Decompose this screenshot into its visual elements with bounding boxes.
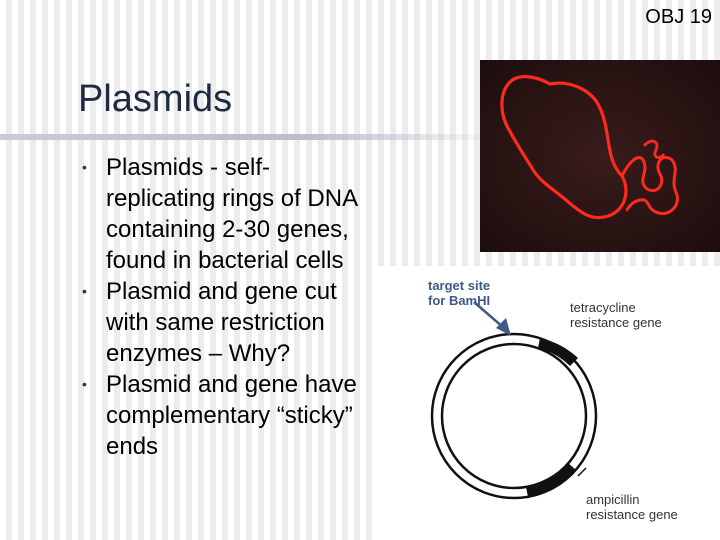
plasmid-micrograph-svg: [480, 60, 720, 252]
tetracycline-label: tetracycline resistance gene: [570, 300, 662, 330]
bullet-text: Plasmid and gene have complementary “sti…: [106, 371, 357, 460]
plasmid-dna-supercoil: [620, 155, 679, 215]
bullet-text: Plasmid and gene cut with same restricti…: [106, 278, 337, 367]
bullet-item: • Plasmids - self-replicating rings of D…: [78, 152, 378, 276]
title-underline: [0, 134, 500, 140]
objective-label: OBJ 19: [645, 6, 712, 28]
ampicillin-label: ampicillin resistance gene: [586, 492, 678, 522]
bullet-text: Plasmids - self-replicating rings of DNA…: [106, 154, 357, 274]
slide-title: Plasmids: [78, 78, 233, 120]
plasmid-ring: [430, 332, 598, 500]
bullet-item: • Plasmid and gene have complementary “s…: [78, 369, 378, 462]
target-site-label: target site for BamHI: [428, 278, 491, 308]
bamhi-arrow-icon: [473, 301, 511, 336]
plasmid-micrograph-image: [480, 60, 720, 252]
tetracycline-gene-segment: [538, 338, 578, 366]
bullet-icon: •: [82, 283, 87, 299]
bullet-icon: •: [82, 376, 87, 392]
plasmid-map-diagram: target site for BamHI tetracycline resis…: [378, 266, 720, 540]
bullet-icon: •: [82, 159, 87, 175]
plasmid-ring-svg: [430, 301, 598, 500]
ampicillin-pointer: [577, 467, 587, 477]
bullet-item: • Plasmid and gene cut with same restric…: [78, 276, 378, 369]
plasmid-dna-loop: [500, 75, 628, 220]
bullet-list: • Plasmids - self-replicating rings of D…: [78, 152, 378, 462]
ampicillin-gene-segment: [526, 463, 576, 497]
